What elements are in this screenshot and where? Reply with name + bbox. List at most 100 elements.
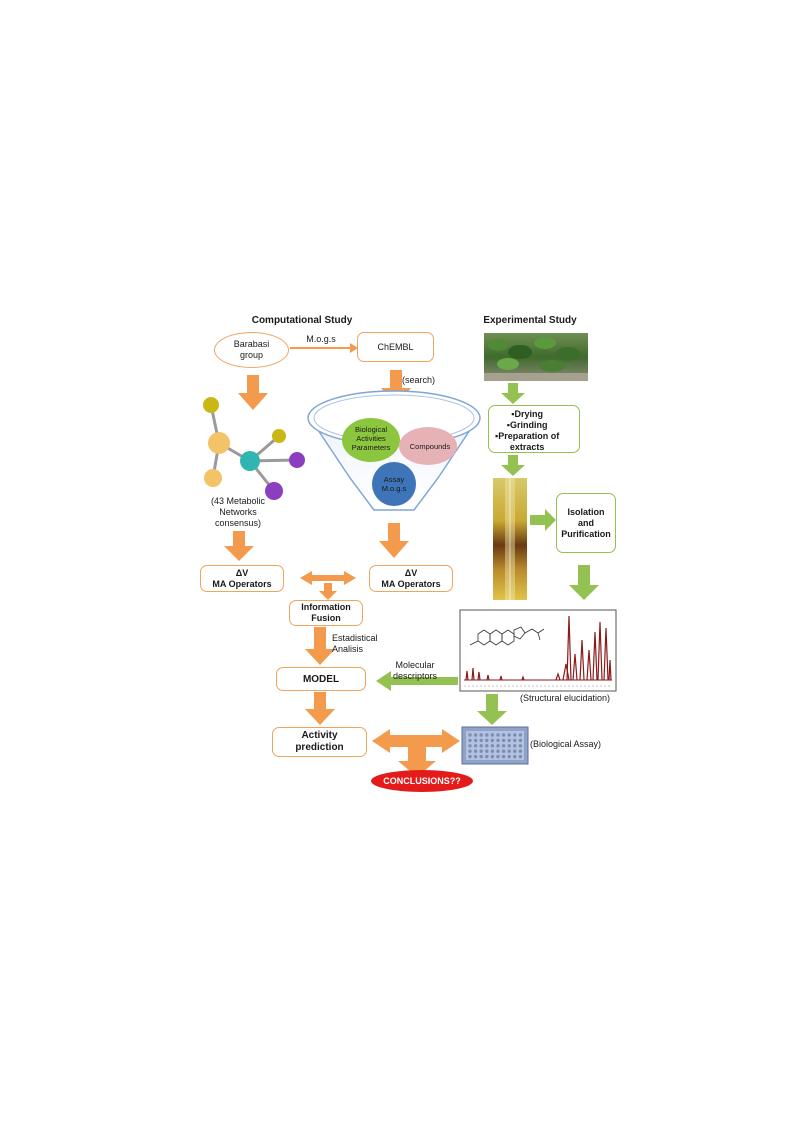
- assay-well: [485, 749, 489, 753]
- assay-well: [485, 733, 489, 737]
- molecular-descriptors-label: Molecular descriptors: [392, 660, 437, 681]
- assay-well: [496, 738, 500, 743]
- assay-well: [496, 749, 500, 753]
- network-caption: (43 Metabolic Networks consensus): [210, 496, 266, 528]
- assay-circle: [372, 462, 416, 506]
- assay-well: [496, 744, 500, 748]
- model-box: MODEL: [276, 667, 366, 691]
- assay-well: [468, 733, 472, 737]
- assay-well: [513, 738, 517, 743]
- arrow-down-plant: [501, 383, 525, 404]
- assay-well: [496, 733, 500, 737]
- assay-well: [490, 744, 495, 748]
- conclusions-label: CONCLUSIONS??: [383, 776, 461, 786]
- step-grinding: ▪Grinding: [506, 420, 548, 430]
- metabolic-network-icon: [203, 397, 305, 500]
- arrow-down-barabasi: [238, 375, 268, 410]
- isolation-purification-box: Isolation and Purification: [556, 493, 616, 553]
- assay-well: [507, 749, 511, 753]
- bio-params-circle: [342, 418, 400, 462]
- assay-well: [501, 738, 506, 743]
- arrow-down-network: [224, 531, 254, 561]
- arrow-down-isolation: [569, 565, 599, 600]
- assay-well: [501, 733, 506, 737]
- assay-well: [490, 733, 495, 737]
- assay-well: [490, 749, 495, 753]
- assay-well: [501, 754, 506, 759]
- plant-photo: [484, 333, 588, 381]
- assay-well: [479, 744, 483, 748]
- assay-well: [473, 749, 478, 753]
- mogs-link-label: M.o.g.s: [306, 334, 336, 344]
- nmr-spectrum: [459, 609, 617, 692]
- assay-well: [479, 749, 483, 753]
- arrow-left-descriptors: [376, 671, 458, 691]
- ma-operators-left: ΔV MA Operators: [200, 565, 284, 592]
- statistical-label: Estadistical Analisis: [332, 633, 378, 654]
- preparation-steps-box: ▪Drying ▪Grinding ▪Preparation of extrac…: [488, 405, 580, 453]
- assay-well: [513, 733, 517, 737]
- assay-well: [479, 754, 483, 759]
- assay-well: [479, 733, 483, 737]
- mogs-arrow: [290, 343, 358, 353]
- step-extracts: extracts: [509, 442, 545, 452]
- search-label: (search): [402, 375, 436, 385]
- activity-prediction-box: Activity prediction: [272, 727, 367, 757]
- assay-well: [485, 738, 489, 743]
- conclusions-oval: [371, 770, 473, 792]
- assay-well: [507, 744, 511, 748]
- assay-well: [468, 738, 472, 743]
- arrow-down-model: [305, 692, 335, 725]
- compounds-circle: [399, 427, 457, 465]
- assay-well: [501, 744, 506, 748]
- assay-well: [518, 744, 523, 748]
- bio-params-label: Biological Activities Parameters: [351, 425, 391, 452]
- assay-well: [473, 733, 478, 737]
- fusion-arrows: [300, 571, 356, 600]
- funnel: [307, 390, 481, 511]
- assay-well: [473, 754, 478, 759]
- arrow-down-spectrum: [477, 694, 507, 725]
- biological-assay-label: (Biological Assay): [530, 739, 602, 749]
- step-preparation: ▪Preparation of: [495, 431, 560, 441]
- assay-well: [468, 754, 472, 759]
- assay-well: [473, 744, 478, 748]
- assay-well: [518, 754, 523, 759]
- assay-well: [490, 754, 495, 759]
- step-drying: ▪Drying: [511, 409, 543, 419]
- assay-well: [518, 749, 523, 753]
- assay-plate-photo: [461, 726, 529, 765]
- assay-well: [513, 754, 517, 759]
- assay-well: [518, 738, 523, 743]
- information-fusion-box: Information Fusion: [289, 600, 363, 626]
- assay-well: [496, 754, 500, 759]
- assay-well: [485, 744, 489, 748]
- conclusion-arrows: [372, 729, 460, 777]
- assay-well: [473, 738, 478, 743]
- column-photo: [493, 478, 527, 600]
- assay-well: [485, 754, 489, 759]
- assay-well: [507, 738, 511, 743]
- assay-label: Assay M.o.g.s: [381, 475, 407, 493]
- arrow-down-steps: [501, 455, 525, 476]
- assay-well: [479, 738, 483, 743]
- assay-well: [507, 733, 511, 737]
- structural-elucidation-label: (Structural elucidation): [519, 693, 611, 703]
- assay-well: [468, 749, 472, 753]
- assay-well: [501, 749, 506, 753]
- assay-well: [518, 733, 523, 737]
- assay-well: [468, 744, 472, 748]
- computational-header: Computational Study: [251, 315, 353, 326]
- arrow-down-funnel: [379, 523, 409, 558]
- arrow-down-fusion: [305, 627, 335, 665]
- compounds-label: Compounds: [409, 442, 451, 451]
- assay-well: [513, 744, 517, 748]
- ma-operators-right: ΔV MA Operators: [369, 565, 453, 592]
- assay-well: [507, 754, 511, 759]
- experimental-header: Experimental Study: [483, 315, 577, 326]
- arrow-right-isolation: [530, 509, 556, 531]
- assay-well: [513, 749, 517, 753]
- barabasi-node: Barabasi group: [214, 332, 289, 368]
- assay-well: [490, 738, 495, 743]
